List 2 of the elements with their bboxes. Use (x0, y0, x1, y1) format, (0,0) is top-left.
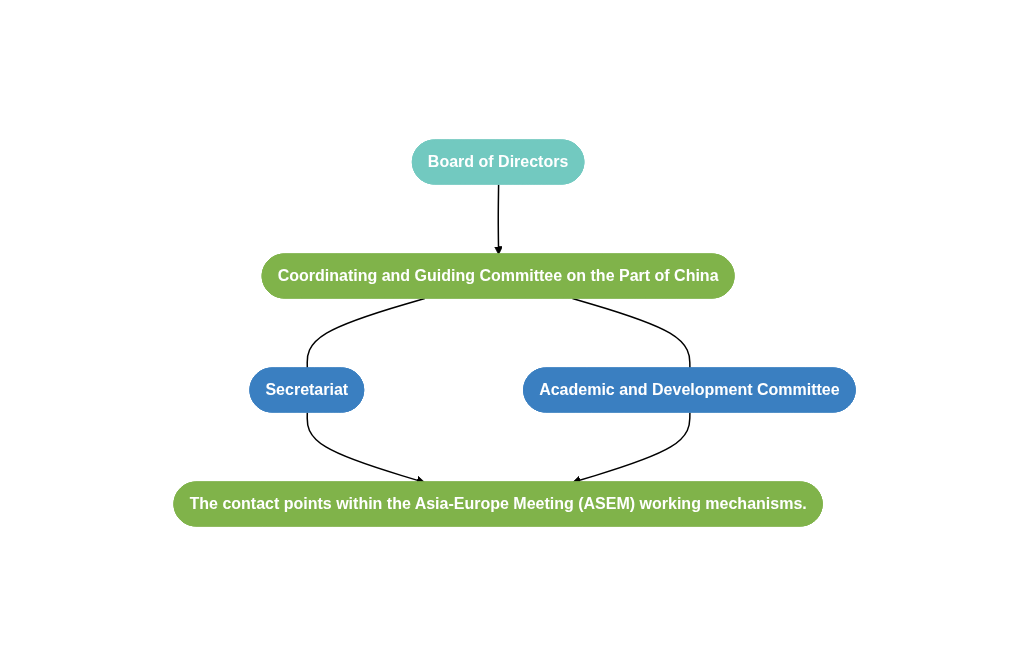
connector (572, 297, 692, 370)
arrow (494, 183, 504, 255)
